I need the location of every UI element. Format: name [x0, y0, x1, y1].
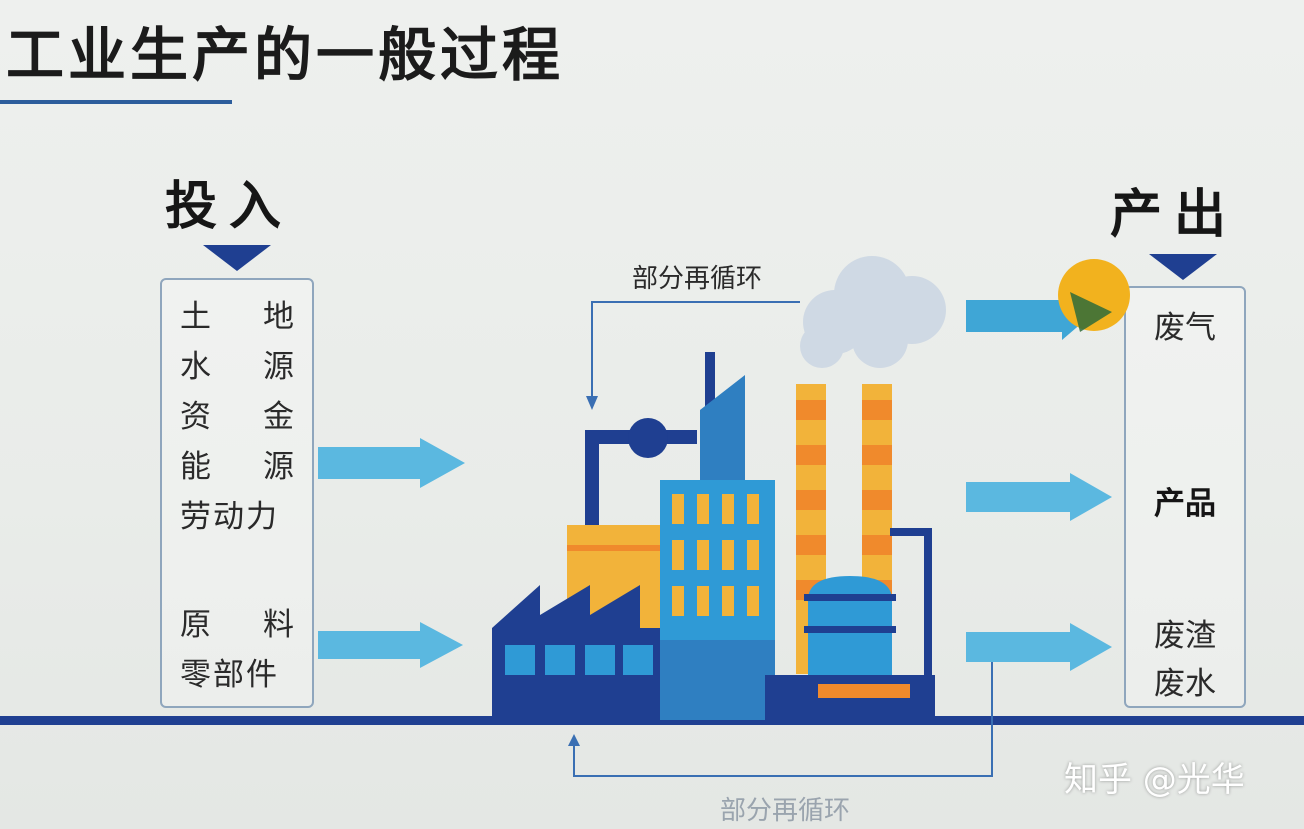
- output-item-waste-residue: 废渣: [1154, 618, 1216, 654]
- recycle-top-line: [591, 301, 800, 404]
- title-underline: [0, 100, 232, 104]
- input-items-group-2: 原料 零部件: [180, 600, 294, 700]
- input-item: 水源: [180, 349, 294, 385]
- input-item: 能源: [180, 449, 294, 485]
- output-item-exhaust-gas: 废气: [1154, 310, 1216, 346]
- tower-top: [700, 375, 745, 490]
- right-pipe: [890, 528, 932, 690]
- recycle-bottom-line: [573, 662, 993, 777]
- recycle-bottom-arrow-icon: [568, 734, 580, 746]
- input-list-box: 土地 水源 资金 能源 劳动力 原料 零部件: [160, 278, 314, 708]
- input-header: 投入: [165, 177, 294, 237]
- output-pointer-icon: [1149, 254, 1217, 280]
- output-item-product: 产品: [1154, 486, 1216, 522]
- watermark: 知乎 @光华: [1064, 760, 1245, 800]
- factory-windows: [505, 645, 653, 675]
- output-item-waste-water: 废水: [1154, 666, 1216, 702]
- input-item: 原料: [180, 607, 294, 643]
- recycle-top-arrow-icon: [586, 396, 598, 410]
- gas-triangle-icon: [1070, 292, 1112, 332]
- tall-building-windows: [672, 494, 759, 616]
- tank-band-top: [804, 594, 896, 601]
- output-arrow-gas-icon: [966, 292, 1090, 340]
- base-orange-strip: [818, 684, 910, 698]
- input-item: 资金: [180, 399, 294, 435]
- output-arrow-product-icon: [966, 473, 1112, 521]
- page-title: 工业生产的一般过程: [6, 21, 565, 89]
- recycle-bottom-label: 部分再循环: [720, 796, 851, 826]
- antenna: [705, 352, 715, 442]
- yellow-building-stripe: [567, 545, 662, 551]
- input-arrow-upper-icon: [318, 438, 465, 488]
- pipe-vertical: [585, 430, 599, 525]
- tank-band-bottom: [804, 626, 896, 633]
- input-arrow-lower-icon: [318, 622, 463, 668]
- recycle-top-label: 部分再循环: [632, 264, 763, 294]
- pipe-tank-icon: [628, 418, 668, 458]
- smoke-cloud-icon: [800, 256, 946, 368]
- input-item: 零部件: [180, 657, 279, 693]
- tall-building-base: [660, 640, 775, 720]
- output-list-box: 废气 产品 废渣 废水: [1124, 286, 1246, 708]
- output-header: 产出: [1110, 185, 1239, 245]
- output-arrow-residue-icon: [966, 623, 1112, 671]
- sawtooth-factory: [492, 585, 660, 718]
- ground-line: [0, 716, 1304, 725]
- input-item: 土地: [180, 299, 294, 335]
- input-items-group-1: 土地 水源 资金 能源 劳动力: [180, 292, 294, 542]
- input-item: 劳动力: [180, 499, 279, 535]
- input-pointer-icon: [203, 245, 271, 271]
- chimney-left: [796, 384, 826, 674]
